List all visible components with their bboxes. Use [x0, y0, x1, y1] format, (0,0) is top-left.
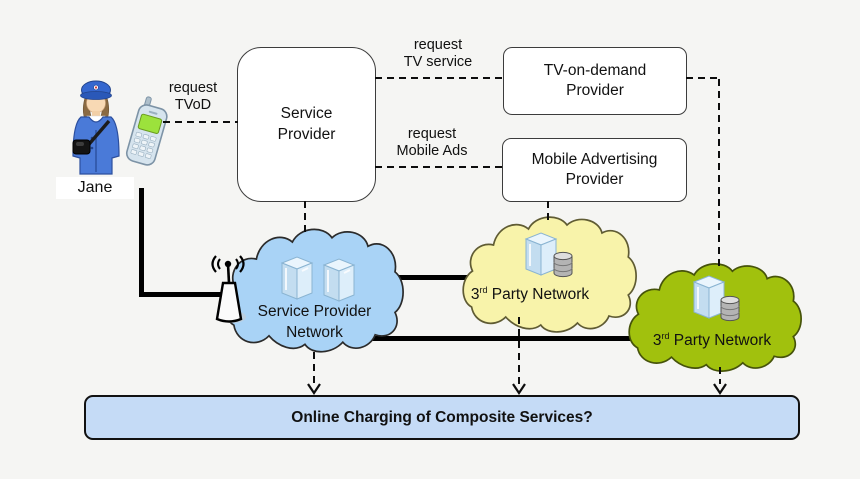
jane-label-text: Jane — [77, 179, 113, 196]
request-mobile-ads-label: request Mobile Ads — [396, 126, 468, 159]
link-jane-down — [139, 188, 144, 295]
cloud-shape — [629, 264, 801, 371]
cloud-third-party-1 — [462, 213, 637, 335]
link-spnet-to-3p2 — [358, 336, 635, 341]
arrowhead-icon — [713, 383, 727, 395]
dashed-link-tv-provider-down — [718, 79, 720, 267]
dashed-link-tv-provider-right — [686, 77, 720, 79]
cloud-shape — [463, 217, 636, 332]
dashed-link-3p1-to-banner — [518, 317, 520, 384]
database-icon — [720, 295, 740, 322]
request-tv-service-label: request TV service — [403, 37, 473, 70]
jane-label: Jane — [56, 177, 134, 199]
dashed-link-ma-to-network — [547, 201, 549, 222]
jane-figure — [72, 80, 168, 175]
dashed-link-request-mobile-ads — [375, 166, 502, 168]
request-tvod-label: request TVoD — [168, 80, 218, 113]
cloud-label-third-party-2: 3rd Party Network — [652, 331, 772, 350]
mobile-advertising-provider-node: Mobile Advertising Provider — [502, 138, 687, 202]
server-icon — [280, 256, 314, 300]
antenna-icon — [211, 255, 246, 323]
mobile-phone-icon — [125, 96, 168, 166]
dashed-link-request-tvod — [163, 121, 238, 123]
link-spnet-to-3p1 — [394, 275, 470, 280]
arrowhead-icon — [307, 383, 321, 395]
dashed-link-3p2-to-banner — [719, 367, 721, 384]
banner-label: Online Charging of Composite Services? — [291, 408, 593, 426]
person-icon — [72, 80, 120, 175]
cloud-third-party-2 — [628, 260, 802, 374]
dashed-link-sp-to-network — [304, 201, 306, 232]
link-jane-to-antenna — [139, 292, 226, 297]
server-icon — [322, 258, 356, 302]
dashed-link-spnet-to-banner — [313, 352, 315, 384]
service-provider-node: Service Provider — [237, 47, 376, 202]
tv-on-demand-provider-node: TV-on-demand Provider — [503, 47, 687, 115]
online-charging-banner: Online Charging of Composite Services? — [84, 395, 800, 440]
dashed-link-request-tv-service — [375, 77, 503, 79]
database-icon — [553, 251, 573, 278]
cloud-label-service-provider-network: Service Provider Network — [257, 303, 372, 341]
server-icon — [692, 275, 726, 319]
cloud-label-third-party-1: 3rd Party Network — [470, 285, 590, 304]
arrowhead-icon — [512, 383, 526, 395]
